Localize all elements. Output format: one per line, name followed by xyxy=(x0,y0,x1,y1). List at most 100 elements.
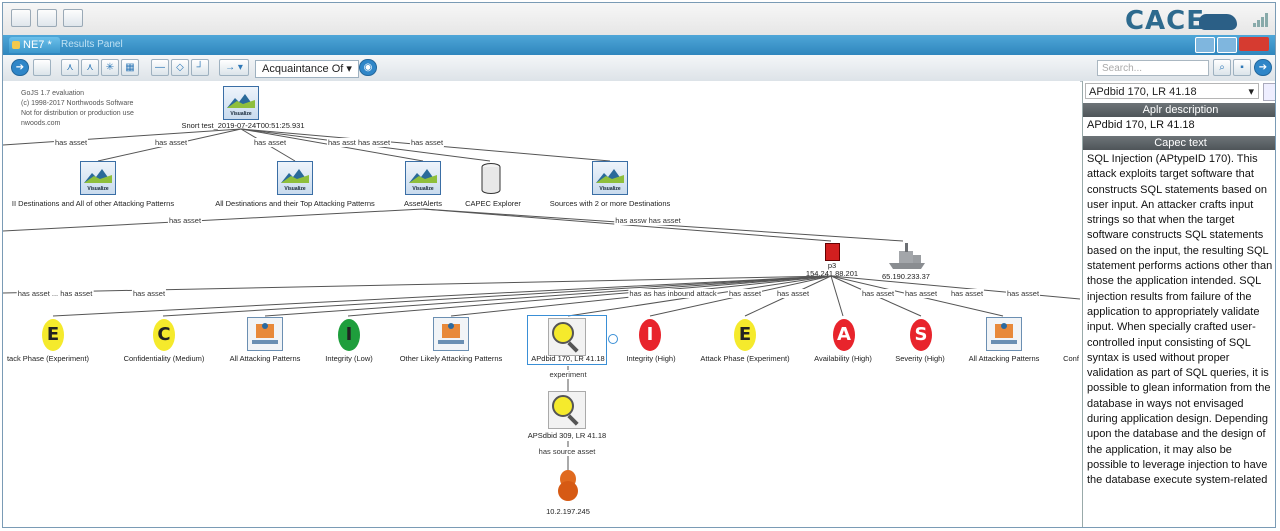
back-icon[interactable]: ➔ xyxy=(11,59,29,76)
top-bar: CACE xyxy=(3,3,1275,36)
edge-label: has asset xyxy=(167,216,203,225)
edge-label: has asset xyxy=(1005,289,1041,298)
eye-icon[interactable]: ◉ xyxy=(359,59,377,76)
node-integrity-low[interactable]: I xyxy=(338,319,360,351)
node-label: Integrity (High) xyxy=(626,354,676,363)
edge-label: has asset xyxy=(860,289,896,298)
node-all-attacking-patterns-2[interactable] xyxy=(986,317,1022,351)
node-other-likely-patterns[interactable] xyxy=(433,317,469,351)
alert-icon xyxy=(825,243,840,261)
graph-toolbar: ➔ ⋏ ⋏ ✳ ▦ — ◇ ┘ → ▾ Acquaintance Of ▾ ◉ … xyxy=(3,55,1275,82)
node-label: tack Phase (Experiment) xyxy=(6,354,90,363)
node-label: Other Likely Attacking Patterns xyxy=(399,354,503,363)
edge-label: has asset xyxy=(903,289,939,298)
node-label: CAPEC Explorer xyxy=(465,199,521,208)
root-node[interactable]: Visualize xyxy=(223,86,259,120)
edge-label: has source asset xyxy=(537,447,597,456)
node-label: AssetAlerts xyxy=(404,199,442,208)
node-label: II Destinations and All of other Attacki… xyxy=(11,199,175,208)
link-icon[interactable] xyxy=(37,9,57,27)
edge-label: has assw has asset xyxy=(614,216,682,225)
signal-icon xyxy=(1253,13,1269,27)
ip-node-154[interactable] xyxy=(825,243,840,261)
node-asset-alerts[interactable]: Visualize xyxy=(405,161,441,195)
ip-label: 154.241.88.201 xyxy=(805,269,859,278)
layout-grid-icon[interactable]: ▦ xyxy=(121,59,139,76)
node-all-attacking-patterns[interactable] xyxy=(247,317,283,351)
node-label: APdbid 170, LR 41.18 xyxy=(531,354,605,363)
node-severity-high[interactable]: S xyxy=(910,319,932,351)
edge-label: has as has inbound attack xyxy=(628,289,718,298)
edge-label: has asset ... has asset xyxy=(16,289,94,298)
node-label: Severity (High) xyxy=(895,354,945,363)
node-apdbid-170-selected[interactable] xyxy=(527,315,607,365)
node-availability-high[interactable]: A xyxy=(833,319,855,351)
new-page-icon[interactable] xyxy=(33,59,51,76)
node-integrity-high[interactable]: I xyxy=(639,319,661,351)
gojs-watermark: GoJS 1.7 evaluation (c) 1998-2017 Northw… xyxy=(21,90,134,127)
close-button[interactable] xyxy=(1239,37,1269,51)
arrow-dropdown-icon[interactable]: → ▾ xyxy=(219,59,249,76)
edge-label: has asset xyxy=(252,138,288,147)
edge-label: has asset xyxy=(409,138,445,147)
help-button[interactable] xyxy=(1195,37,1215,53)
node-sources-two-destinations[interactable]: Visualize xyxy=(592,161,628,195)
node-label: APSdbid 309, LR 41.18 xyxy=(527,431,607,440)
layout-radial-icon[interactable]: ✳ xyxy=(101,59,119,76)
node-label: Sources with 2 or more Destinations xyxy=(549,199,671,208)
edge-label: has asset xyxy=(775,289,811,298)
node-apsdbid-309[interactable] xyxy=(548,391,586,429)
apir-header: Aplr description xyxy=(1083,103,1275,117)
ip-small-label: p3 xyxy=(827,261,837,270)
node-all-destinations-top[interactable]: Visualize xyxy=(277,161,313,195)
layout-tree-icon[interactable]: ⋏ xyxy=(61,59,79,76)
node-label: All Attacking Patterns xyxy=(229,354,301,363)
edge-label: has asset xyxy=(949,289,985,298)
tab-label: NE7 * xyxy=(23,39,52,51)
expand-handle[interactable] xyxy=(608,334,618,344)
save-icon[interactable]: ▪ xyxy=(1233,59,1251,76)
node-select[interactable]: APdbid 170, LR 41.18▾ xyxy=(1085,83,1259,99)
graph-canvas[interactable]: GoJS 1.7 evaluation (c) 1998-2017 Northw… xyxy=(3,81,1080,527)
root-label: Snort test_2019-07-24T00:51:25.931 xyxy=(181,121,305,130)
node-label: All Destinations and their Top Attacking… xyxy=(215,199,375,208)
edge-label: has asset xyxy=(131,289,167,298)
apir-value: APdbid 170, LR 41.18 xyxy=(1087,119,1195,131)
capec-header: Capec text xyxy=(1083,136,1275,150)
edge-label: has asset xyxy=(727,289,763,298)
forward-icon[interactable]: ➔ xyxy=(1254,59,1272,76)
link-straight-icon[interactable]: — xyxy=(151,59,169,76)
capec-text: SQL Injection (APtypeID 170). This attac… xyxy=(1087,153,1273,487)
add-icon[interactable] xyxy=(1263,83,1275,101)
link-orthogonal-icon[interactable]: ┘ xyxy=(191,59,209,76)
node-label: Confidentiality (Medium) xyxy=(123,354,205,363)
document-icon[interactable] xyxy=(11,9,31,27)
edge-label: has asst has asset xyxy=(326,138,392,147)
node-all-destinations-other[interactable]: Visualize xyxy=(80,161,116,195)
search-input[interactable]: Search... xyxy=(1097,60,1209,76)
relation-dropdown[interactable]: Acquaintance Of ▾ xyxy=(255,60,359,78)
edge-label: has asset xyxy=(53,138,89,147)
layout-hierarchy-icon[interactable]: ⋏ xyxy=(81,59,99,76)
search-icon[interactable]: ⌕ xyxy=(1213,59,1231,76)
details-panel: APdbid 170, LR 41.18▾ Aplr description A… xyxy=(1082,81,1275,527)
graph-edges xyxy=(3,128,1080,471)
monitor-icon[interactable] xyxy=(63,9,83,27)
node-label: All Attacking Patterns xyxy=(968,354,1040,363)
node-label: Availability (High) xyxy=(814,354,872,363)
node-attack-phase[interactable]: E xyxy=(42,319,64,351)
edge-label: has asset xyxy=(153,138,189,147)
link-bezier-icon[interactable]: ◇ xyxy=(171,59,189,76)
warning-icon xyxy=(12,41,20,49)
edge-label: experiment xyxy=(548,370,588,379)
node-confidentiality[interactable]: C xyxy=(153,319,175,351)
restore-button[interactable] xyxy=(1217,37,1237,53)
tab-ne7[interactable]: NE7 * xyxy=(9,37,60,53)
tab-bar: NE7 * Results Panel xyxy=(3,35,1275,55)
node-label: Attack Phase (Experiment) xyxy=(700,354,790,363)
tab-results-panel[interactable]: Results Panel xyxy=(61,39,123,50)
node-attack-phase-experiment[interactable]: E xyxy=(734,319,756,351)
node-label: Integrity (Low) xyxy=(325,354,373,363)
node-label: 10.2.197.245 xyxy=(546,507,590,516)
